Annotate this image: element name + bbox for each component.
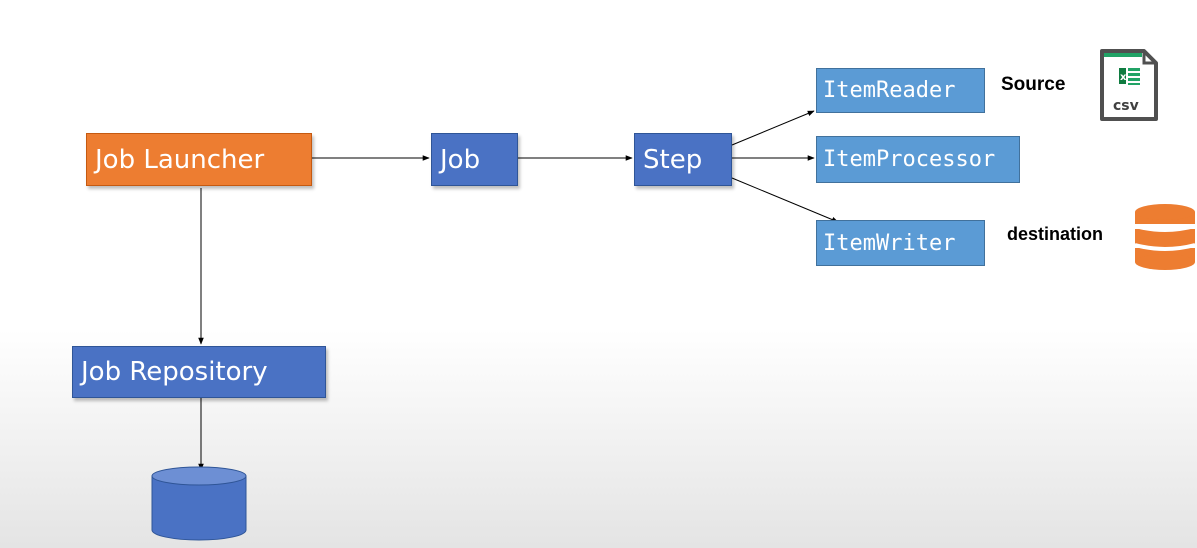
arrow-step-to-writer <box>731 177 839 223</box>
csv-file-icon: x csv <box>1100 49 1158 121</box>
job-label: Job <box>440 144 481 175</box>
step-label: Step <box>643 144 703 175</box>
repository-database-icon <box>151 466 247 541</box>
csv-icon-text: csv <box>1113 98 1139 114</box>
svg-text:x: x <box>1120 72 1127 83</box>
step-node: Step <box>634 133 732 186</box>
item-writer-label: ItemWriter <box>823 230 956 256</box>
source-label: Source <box>1001 74 1066 95</box>
job-repository-label: Job Repository <box>81 357 268 387</box>
job-launcher-node: Job Launcher <box>86 133 312 186</box>
item-reader-label: ItemReader <box>823 78 956 103</box>
job-launcher-label: Job Launcher <box>95 144 265 175</box>
destination-database-icon <box>1134 204 1196 270</box>
item-writer-node: ItemWriter <box>816 220 985 266</box>
arrow-step-to-reader <box>731 110 815 146</box>
job-node: Job <box>431 133 518 186</box>
job-repository-node: Job Repository <box>72 346 326 398</box>
item-processor-label: ItemProcessor <box>823 147 996 172</box>
item-reader-node: ItemReader <box>816 68 985 113</box>
destination-label: destination <box>1007 224 1104 244</box>
item-processor-node: ItemProcessor <box>816 136 1020 183</box>
